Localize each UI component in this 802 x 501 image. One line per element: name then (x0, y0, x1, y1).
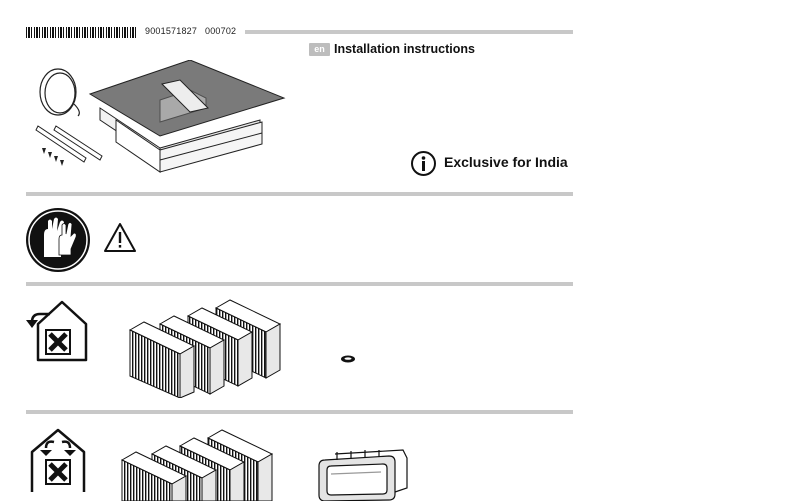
revision-number: 000702 (205, 26, 237, 36)
screws-icon (42, 148, 64, 166)
duct-connector-icon (318, 449, 408, 501)
filter-blocks-icon (120, 429, 274, 501)
protective-gloves-icon (26, 208, 90, 272)
header-rule (245, 30, 573, 34)
exclusive-note: Exclusive for India (444, 154, 568, 170)
section-rule-1 (26, 192, 573, 196)
info-icon (411, 151, 436, 176)
hose-icon (39, 68, 80, 117)
section-rule-3 (26, 410, 573, 414)
language-badge: en (309, 43, 330, 56)
seal-ring-icon (341, 355, 355, 363)
recirculation-mode-icon (26, 300, 88, 362)
mounting-brackets-icon (35, 125, 103, 163)
filter-blocks-icon (128, 299, 282, 398)
barcode (26, 27, 138, 38)
document-title: Installation instructions (334, 42, 475, 56)
exhaust-mode-icon (30, 428, 86, 492)
section-rule-2 (26, 282, 573, 286)
article-number: 9001571827 (145, 26, 198, 36)
package-contents-illustration (35, 60, 286, 173)
cooktop-with-downdraft-icon (88, 60, 286, 173)
warning-triangle-icon (104, 223, 136, 252)
